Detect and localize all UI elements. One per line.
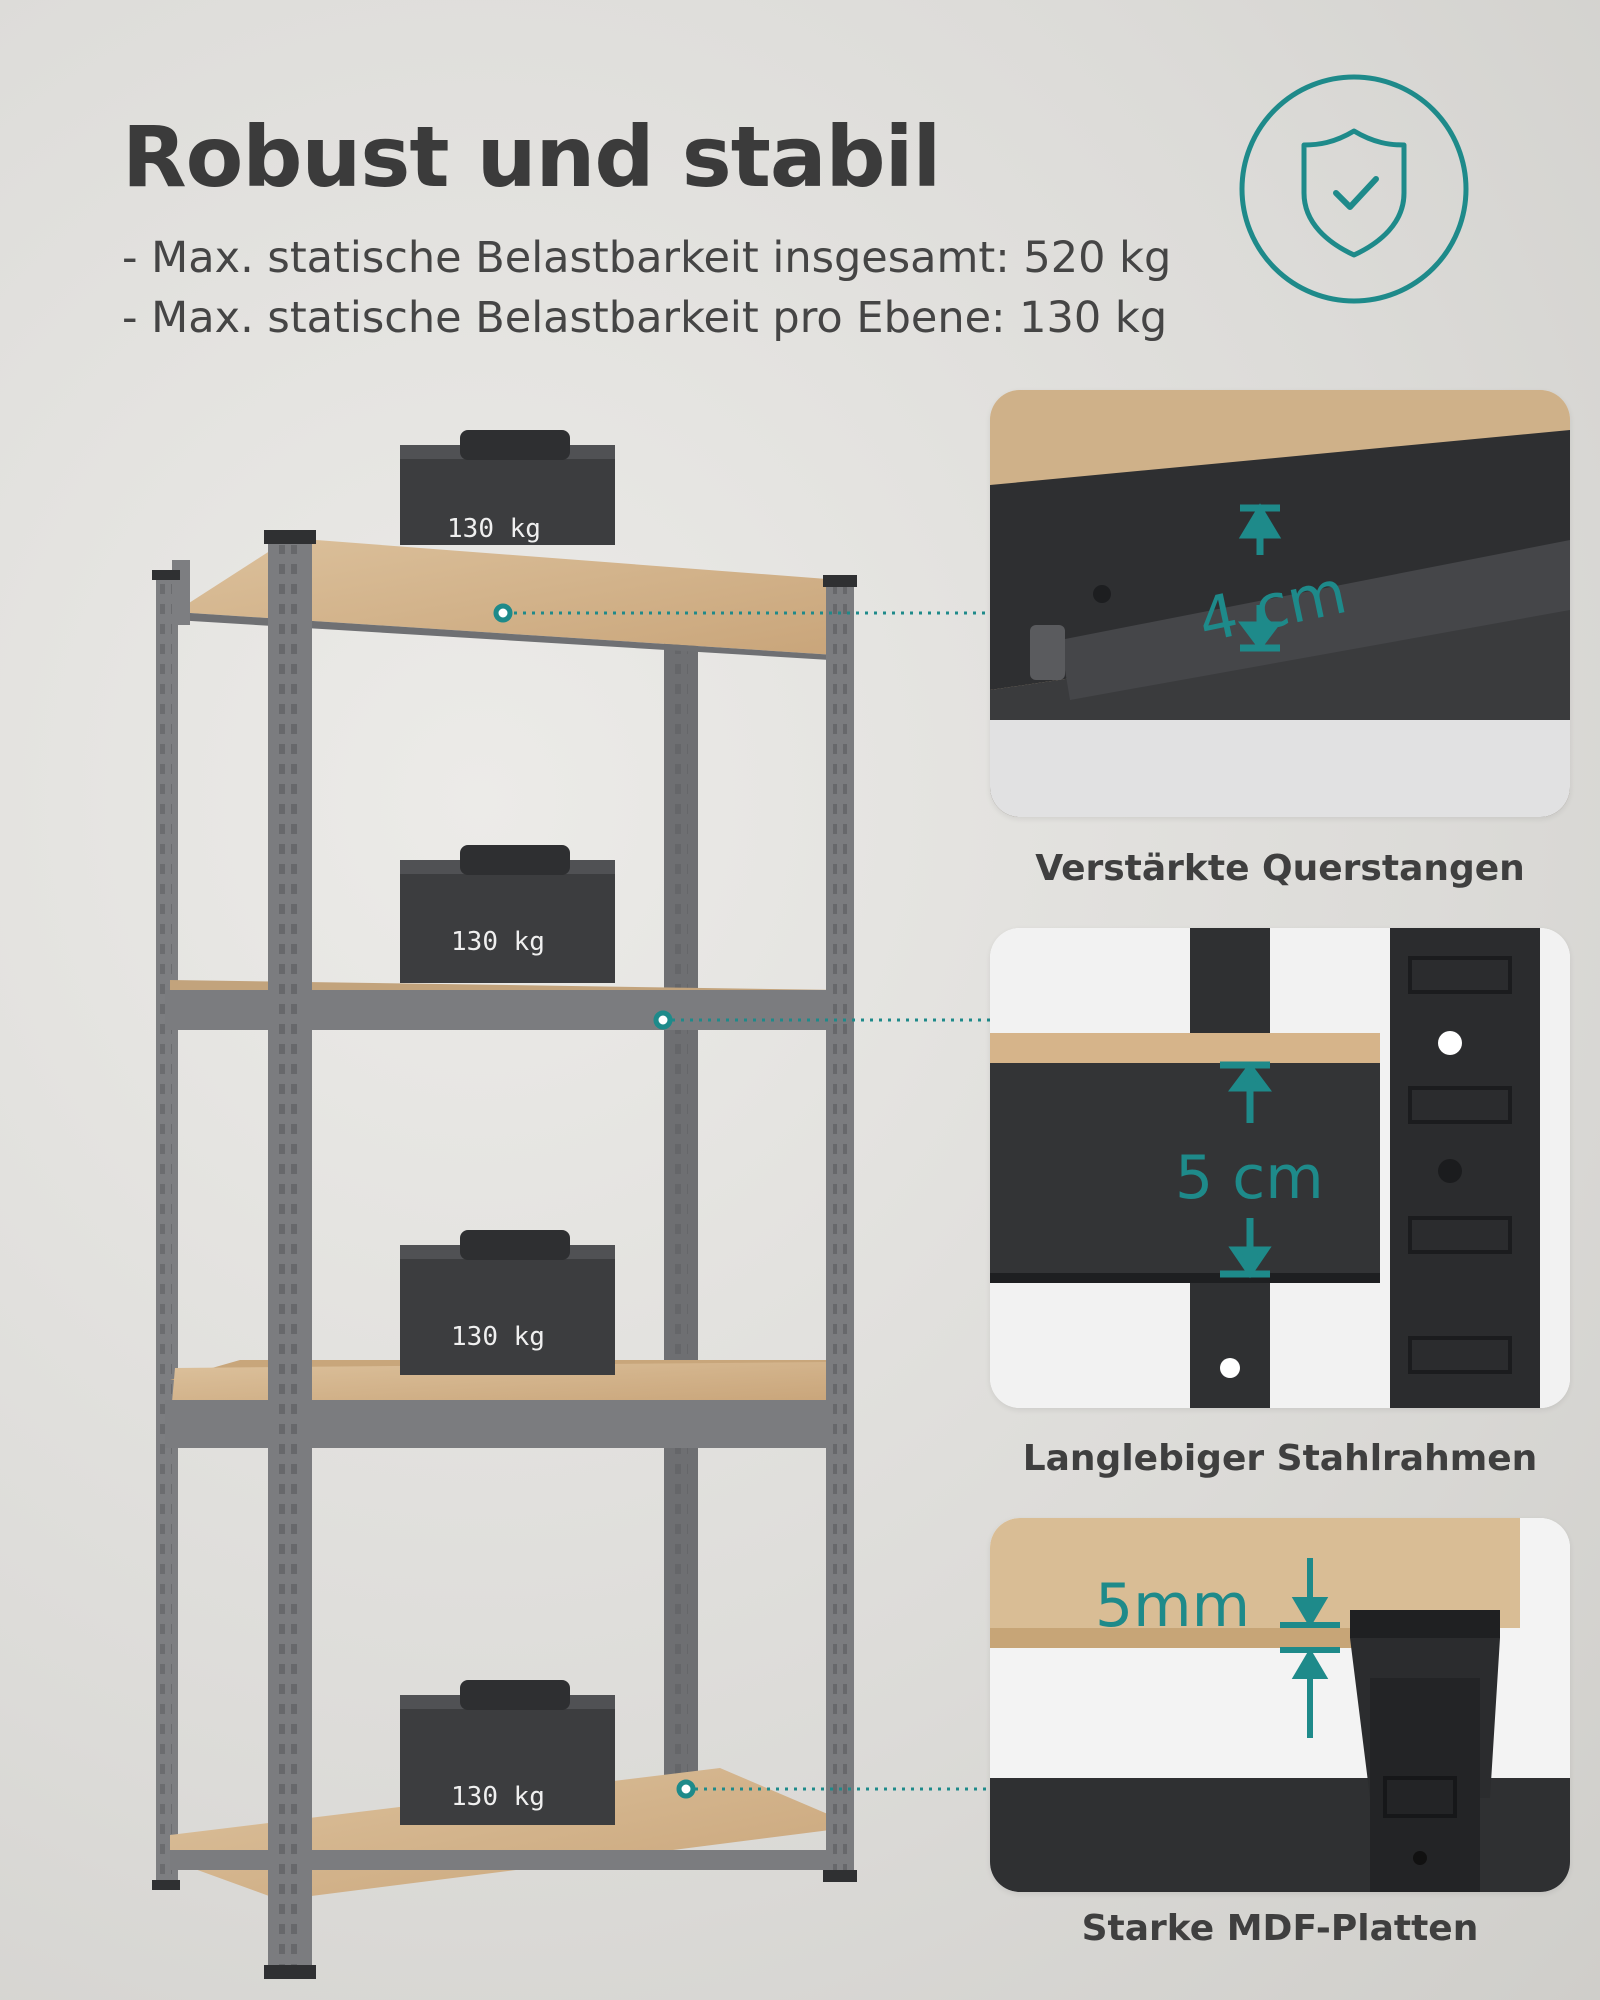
callout-dot xyxy=(653,1010,673,1030)
weight-label: 130 kg xyxy=(451,1782,545,1812)
callout-dot xyxy=(676,1779,696,1799)
weight-label: 130 kg xyxy=(447,514,541,544)
caption-frame: Langlebiger Stahlrahmen xyxy=(1022,1438,1538,1479)
caption-mdf: Starke MDF-Platten xyxy=(1081,1908,1479,1949)
feature-item-total-load: - Max. statische Belastbarkeit insgesamt… xyxy=(122,233,1172,283)
weight-2: 130 kg xyxy=(400,845,615,983)
weight-label: 130 kg xyxy=(451,927,545,957)
detail-panel-frame: 5 cm xyxy=(990,928,1570,1408)
weight-1: 130 kg xyxy=(400,430,615,545)
weight-label: 130 kg xyxy=(451,1322,545,1352)
callout-dot xyxy=(493,603,513,623)
callout-lines xyxy=(505,611,990,1791)
detail-panel-mdf: 5mm xyxy=(990,1518,1570,1892)
feature-list: - Max. statische Belastbarkeit insgesamt… xyxy=(122,228,1171,348)
caption-crossbar: Verstärkte Querstangen xyxy=(1035,848,1525,889)
detail-panel-crossbar: 4 cm xyxy=(990,390,1570,817)
weight-4: 130 kg xyxy=(400,1680,615,1825)
shield-check-icon xyxy=(1239,74,1469,304)
page-title: Robust und stabil xyxy=(122,108,941,206)
dimension-label-mdf: 5mm xyxy=(1095,1571,1250,1641)
weight-3: 130 kg xyxy=(400,1230,615,1375)
feature-item-level-load: - Max. statische Belastbarkeit pro Ebene… xyxy=(122,293,1168,343)
dimension-label-frame: 5 cm xyxy=(1175,1143,1324,1213)
